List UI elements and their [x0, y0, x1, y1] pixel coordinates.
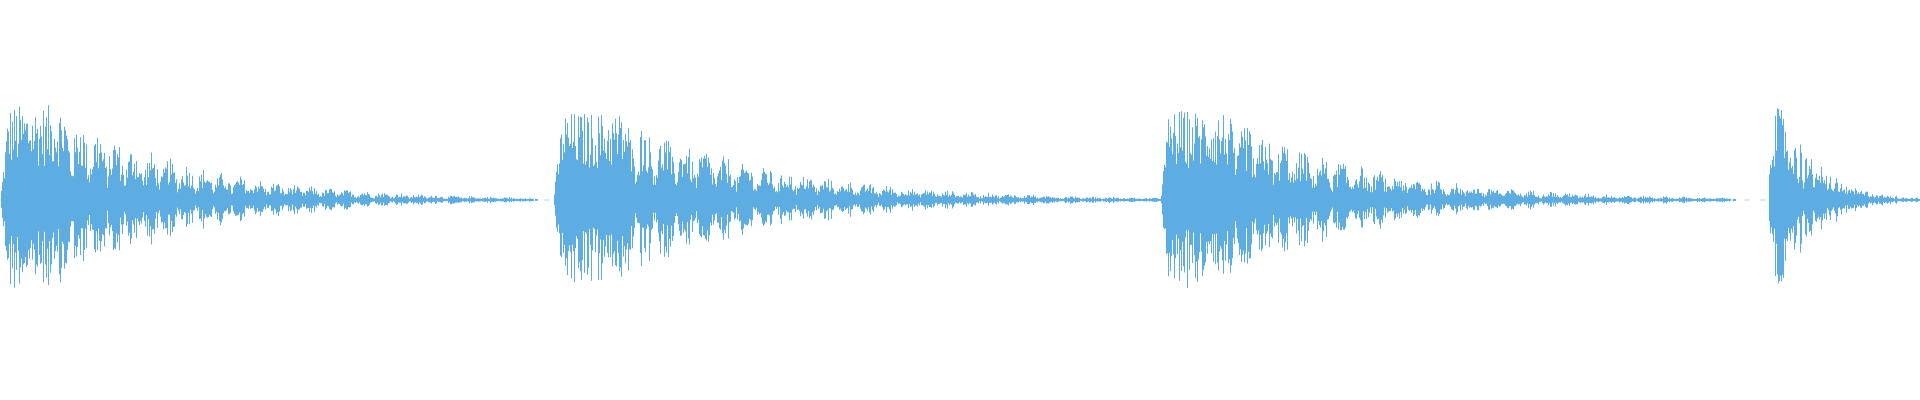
waveform-samples — [1, 105, 1920, 288]
